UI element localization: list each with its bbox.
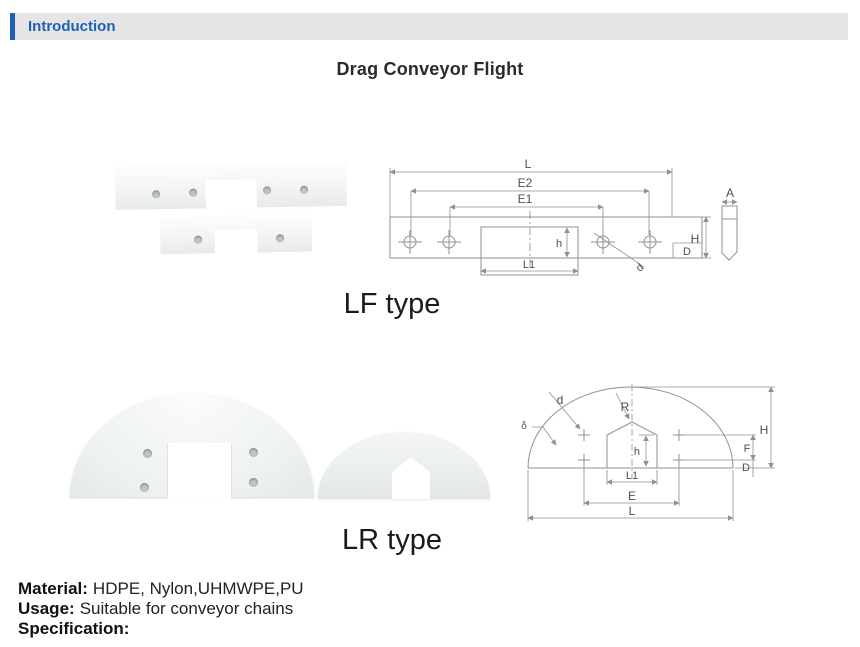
specification-line: Specification: — [18, 619, 304, 639]
specification-label: Specification: — [18, 619, 130, 638]
lf-product-photo — [105, 152, 360, 292]
bolt-hole — [300, 186, 308, 194]
material-value: HDPE, Nylon,UHMWPE,PU — [92, 579, 304, 598]
lr-dim-label-L: L — [629, 504, 636, 518]
lr-dim-label-L1: L1 — [626, 470, 638, 482]
lf-type-label: LF type — [343, 288, 441, 320]
section-title: Introduction — [28, 18, 116, 35]
bolt-hole — [143, 449, 152, 458]
section-header-accent-bar — [10, 13, 15, 40]
bolt-hole — [249, 448, 258, 457]
lf-flight-bar-long — [115, 162, 348, 210]
lr-dim-label-delta: δ — [521, 421, 527, 432]
bolt-hole — [140, 483, 149, 492]
lr-dim-label-H: H — [760, 423, 769, 437]
lr-large-notch — [167, 443, 232, 499]
bolt-hole — [263, 186, 271, 194]
lr-dim-label-E: E — [628, 489, 636, 503]
lf-flight-bar-short — [160, 214, 313, 255]
lf-dim-label-L1: L1 — [523, 259, 535, 271]
lf-dim-label-H: H — [691, 232, 700, 246]
lr-dim-label-F: F — [744, 443, 751, 455]
lr-flight-large — [70, 393, 314, 499]
lr-small-notch — [392, 457, 430, 499]
lf-dim-label-E1: E1 — [518, 192, 533, 206]
lr-type-label: LR type — [342, 524, 442, 556]
bolt-hole — [194, 236, 202, 244]
bolt-hole — [152, 190, 160, 198]
usage-label: Usage: — [18, 599, 75, 618]
lf-dim-label-E2: E2 — [518, 176, 533, 190]
lr-dim-label-d: d — [557, 393, 564, 407]
material-label: Material: — [18, 579, 88, 598]
usage-line: Usage:Suitable for conveyor chains — [18, 599, 304, 619]
lf-dim-label-A: A — [726, 186, 734, 200]
lr-dim-label-D: D — [742, 462, 750, 474]
lr-flight-small — [318, 432, 490, 499]
lf-dim-label-h: h — [556, 238, 562, 250]
lr-dim-label-R: R — [621, 400, 630, 414]
lf-dim-label-L: L — [525, 157, 532, 171]
section-header: Introduction — [10, 13, 848, 40]
lf-dim-label-D: D — [683, 246, 691, 258]
bolt-hole — [249, 478, 258, 487]
lf-dim-label-d: d — [634, 261, 647, 274]
material-line: Material:HDPE, Nylon,UHMWPE,PU — [18, 579, 304, 599]
lr-dim-label-h: h — [634, 446, 640, 458]
lf-technical-drawing: L E2 E1 L1 h d D — [389, 157, 738, 276]
lr-technical-drawing: d δ R h L1 E L H F — [521, 384, 775, 521]
page-title: Drag Conveyor Flight — [336, 59, 524, 79]
bolt-hole — [276, 234, 284, 242]
usage-value: Suitable for conveyor chains — [79, 599, 294, 618]
lr-product-photo — [65, 385, 495, 503]
product-details: Material:HDPE, Nylon,UHMWPE,PU Usage:Sui… — [18, 579, 304, 639]
bolt-hole — [189, 189, 197, 197]
